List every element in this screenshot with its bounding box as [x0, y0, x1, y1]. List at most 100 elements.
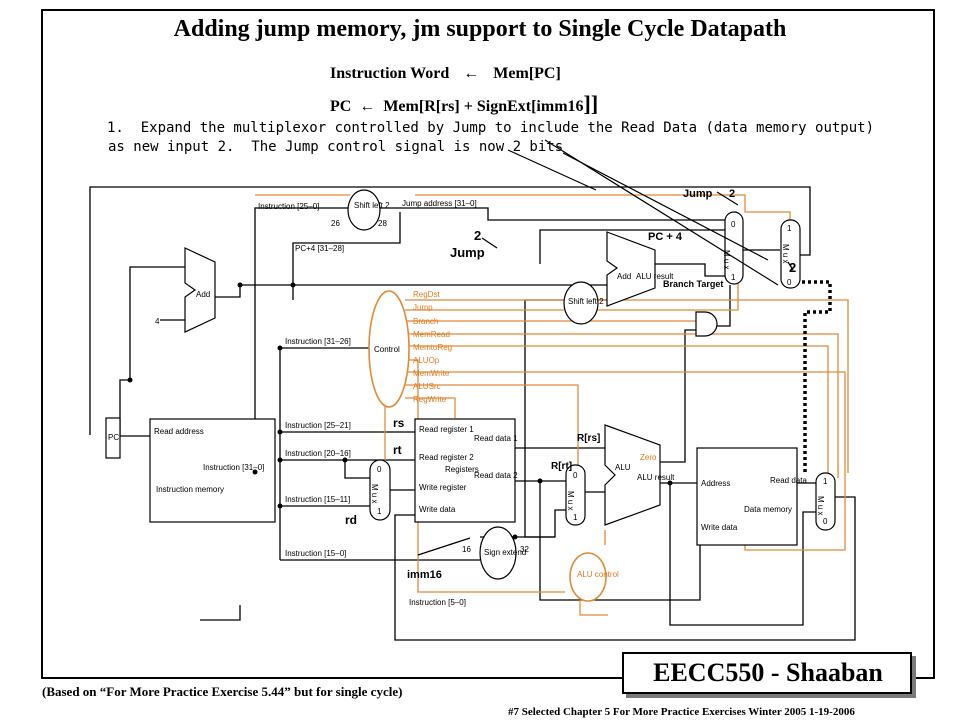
label-data-memory: Data memory [744, 505, 792, 514]
pointer-line-1 [507, 149, 597, 191]
eq2-brackets: ]] [583, 91, 599, 116]
label-shift-left2-top: Shift left 2 [354, 201, 390, 210]
wire-jump-feedback [89, 186, 811, 435]
alu-control [569, 552, 607, 602]
mux-branch [724, 211, 744, 285]
label-alu-result: ALU result [637, 473, 675, 482]
wire-jump-address [380, 207, 725, 221]
signal-jump: Jump [413, 303, 433, 312]
register-file [414, 418, 516, 523]
mux-regdst [369, 459, 391, 521]
label-pc: PC [108, 433, 119, 442]
course-badge [622, 652, 912, 694]
label-shift-left2-branch: Shift left 2 [568, 297, 604, 306]
source-note: (Based on “For More Practice Exercise 5.… [42, 684, 403, 699]
slide-footer: #7 Selected Chapter 5 For More Practice … [508, 706, 855, 718]
new-input-dashed-wire [800, 280, 832, 472]
label-mux-memtoreg-0: 0 [823, 517, 828, 526]
label-mux-regdst: M u x [370, 484, 379, 504]
wire-pc4-31-28 [292, 212, 401, 300]
course-badge-text: EECC550 - Shaaban [653, 658, 883, 687]
label-read-data1: Read data 1 [474, 434, 518, 443]
label-instr-15-11: Instruction [15–11] [285, 495, 350, 504]
label-read-data: Read data [770, 476, 807, 485]
wire-write-data-mem [539, 481, 701, 601]
annotation-rd: rd [345, 513, 357, 527]
annotation-branch-target: Branch Target [663, 279, 723, 289]
label-instruction-memory: Instruction memory [156, 485, 224, 494]
wire-memwrite [405, 371, 846, 551]
label-zero: Zero [640, 453, 657, 462]
annotations: Jump 2 PC + 4 Branch Target 2 Jump 2 rs … [345, 188, 796, 581]
shift-left2-top [347, 189, 381, 231]
left-arrow-icon: ← [359, 98, 376, 115]
label-mux-branch: M u x [722, 250, 731, 270]
pointer-imm16 [417, 537, 471, 556]
label-instr-25-21: Instruction [25–21] [285, 421, 351, 430]
annotation-rt: rt [393, 443, 402, 457]
label-add-pc4: Add [196, 290, 210, 299]
label-pc4-31-28: PC+4 [31–28] [295, 244, 344, 253]
slide-frame [41, 9, 935, 679]
placeholder-line [835, 512, 838, 650]
label-read-register2: Read register 2 [419, 453, 474, 462]
label-read-address: Read address [154, 427, 204, 436]
wire-signext-shift [524, 299, 565, 538]
wire-branch-target [655, 263, 725, 277]
label-26: 26 [331, 219, 340, 228]
annotation-jump-top: Jump [683, 188, 713, 200]
wire-alusrc [405, 384, 579, 470]
signal-alusrc: ALUSrc [413, 382, 441, 391]
eq2-right: Mem[R[rs] + SignExt[imm16 [383, 98, 584, 115]
pointer-jump-top [716, 191, 739, 206]
label-mux-jump-1: 1 [787, 224, 792, 233]
label-mux-memtoreg: M u x [816, 496, 825, 516]
label-mux-branch-0: 0 [731, 220, 736, 229]
label-instr-15-0: Instruction [15–0] [285, 549, 346, 558]
label-32: 32 [520, 545, 529, 554]
label-instr-5-0: Instruction [5–0] [409, 598, 466, 607]
left-arrow-icon: ← [463, 65, 480, 82]
label-registers: Registers [445, 465, 479, 474]
label-instruction-31-0: Instruction [31–0] [203, 463, 264, 472]
signal-regwrite: RegWrite [413, 395, 447, 404]
task-statement: 1. Expand the multiplexor controlled by … [107, 119, 874, 157]
eq1-left: Instruction Word [330, 65, 450, 82]
signal-branch: Branch [413, 317, 438, 326]
label-mux-memtoreg-1: 1 [823, 477, 828, 486]
signal-regdst: RegDst [413, 290, 440, 299]
wire-misc [200, 605, 241, 621]
mux-alusrc [565, 464, 586, 526]
label-read-register1: Read register 1 [419, 425, 474, 434]
label-mux-branch-1: 1 [731, 273, 736, 282]
label-16: 16 [462, 545, 471, 554]
adder-branch [606, 231, 656, 307]
annotation-two-top: 2 [729, 188, 735, 200]
annotation-pc-plus4: PC + 4 [648, 231, 683, 243]
junction-dots [127, 282, 673, 540]
pc-register [105, 417, 121, 459]
wire-instr-25-0 [254, 207, 348, 472]
label-sign-extend: Sign extend [484, 548, 526, 557]
annotation-two-left: 2 [474, 228, 481, 243]
label-address: Address [701, 479, 730, 488]
label-jump-address: Jump address [31–0] [402, 199, 477, 208]
label-mux-regdst-0: 0 [377, 465, 382, 474]
signal-aluop: ALUOp [413, 356, 440, 365]
signal-memwrite: MemWrite [413, 369, 450, 378]
signal-memtoreg: MemtoReg [413, 343, 452, 352]
equation-instruction-word: Instruction Word ← Mem[PC] [330, 65, 561, 83]
annotation-r-rt: R[rt] [551, 461, 572, 472]
adder-pc4 [184, 247, 216, 333]
task-line-2: as new input 2. The Jump control signal … [108, 139, 564, 155]
label-write-register: Write register [419, 483, 467, 492]
label-mux-alusrc-0: 0 [573, 471, 578, 480]
label-mux-alusrc: M u x [566, 491, 575, 511]
annotation-r-rs: R[rs] [577, 433, 600, 444]
label-control: Control [374, 345, 400, 354]
slide-title: Adding jump memory, jm support to Single… [173, 16, 787, 42]
label-instr-25-0: Instruction [25–0] [258, 202, 319, 211]
data-memory [696, 447, 798, 546]
wire-pc-add [119, 266, 185, 437]
